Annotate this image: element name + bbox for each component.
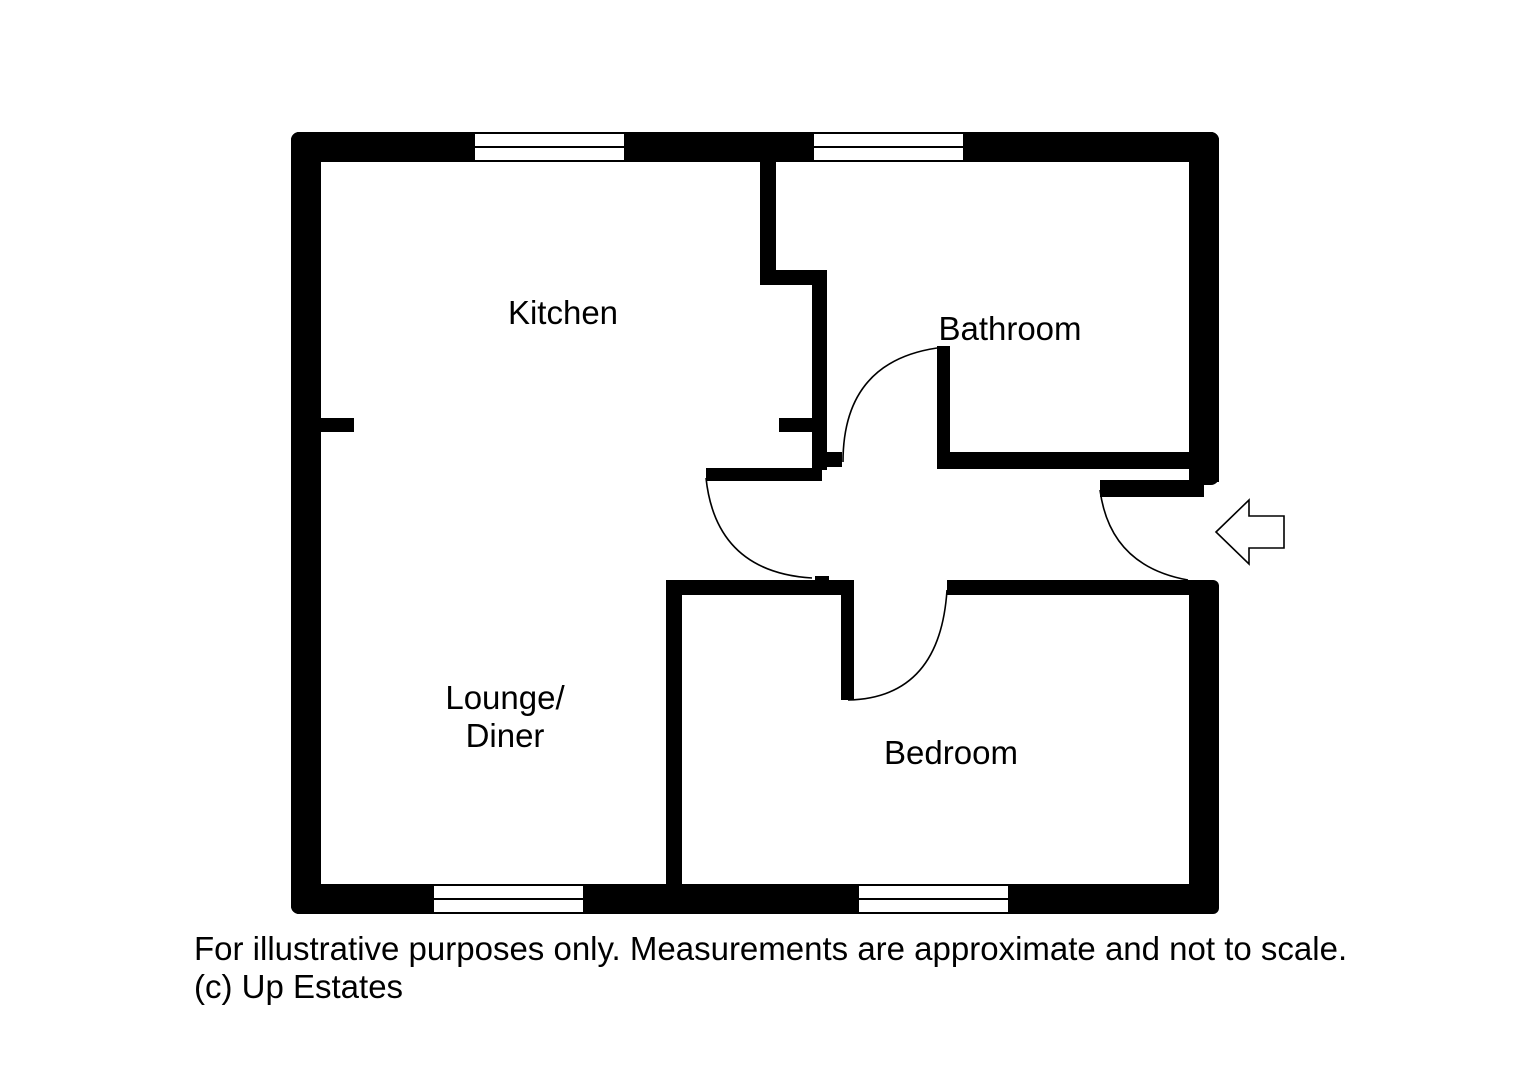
bottom-wall — [291, 884, 1219, 914]
bedroom-door-swing — [847, 589, 948, 701]
interior-walls — [321, 150, 1219, 900]
kitchen-label: Kitchen — [508, 294, 618, 331]
bathroom-bottom-wall — [937, 452, 1204, 469]
entrance-arrow-icon — [1214, 498, 1285, 566]
lounge-label-line1: Lounge/ — [445, 679, 565, 716]
copyright-text: (c) Up Estates — [194, 968, 404, 1005]
hall-jamb-upper — [822, 452, 842, 467]
right-wall-upper — [1189, 132, 1219, 485]
top-wall — [291, 132, 1219, 162]
bedroom-door-jamb — [841, 580, 854, 700]
windows — [432, 132, 1010, 914]
lounge-bedroom-wall — [666, 580, 682, 900]
lounge-door-swing — [705, 477, 813, 579]
bathroom-door-swing — [842, 347, 938, 463]
bedroom-top-wall-right — [947, 580, 1204, 595]
bathroom-door-jamb — [937, 346, 950, 464]
disclaimer-text: For illustrative purposes only. Measurem… — [194, 930, 1348, 967]
exterior-walls — [291, 132, 1219, 914]
lounge-window — [432, 884, 585, 914]
kitchen-window — [473, 132, 626, 162]
entrance-door-swing — [1099, 489, 1189, 581]
left-wall — [291, 132, 321, 914]
kitchen-wall-stub-left — [321, 418, 354, 432]
kitchen-bathroom-wall-top — [760, 150, 776, 285]
right-wall-lower — [1189, 580, 1219, 914]
lounge-hall-wall-upper — [706, 468, 822, 481]
bathroom-label: Bathroom — [938, 310, 1081, 347]
kitchen-bathroom-wall-mid — [812, 270, 827, 470]
bathroom-right-stub — [1189, 452, 1219, 482]
bathroom-window — [812, 132, 965, 162]
bedroom-top-wall-left — [666, 580, 841, 595]
bedroom-label: Bedroom — [884, 734, 1018, 771]
bedroom-window — [857, 884, 1010, 914]
kitchen-wall-stub-right — [779, 418, 815, 432]
doors — [705, 347, 1189, 701]
entrance-wall-upper — [1100, 480, 1204, 497]
lounge-label-line2: Diner — [466, 717, 545, 754]
hall-jamb-lower — [815, 576, 829, 584]
kitchen-bathroom-wall-step — [760, 270, 827, 285]
